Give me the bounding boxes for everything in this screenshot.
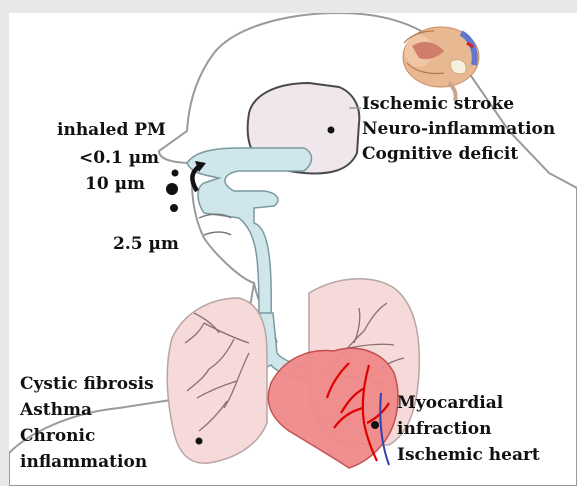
heart-effect-infraction: infraction	[397, 419, 491, 440]
heart-marker-dot	[371, 421, 379, 429]
diagram-frame: inhaled PM <0.1 µm 10 µm 2.5 µm Ischemic…	[9, 13, 577, 486]
dot-pm25	[170, 204, 178, 212]
size-label-25: 2.5 µm	[113, 234, 179, 255]
brain-effect-cognitive: Cognitive deficit	[362, 144, 518, 165]
dot-pm01	[172, 170, 179, 177]
brain-effect-stroke: Ischemic stroke	[362, 94, 514, 115]
left-lung	[167, 298, 267, 463]
brain-marker-dot	[328, 127, 335, 134]
inhaled-pm-title: inhaled PM	[57, 120, 166, 141]
heart-effect-ischemic: Ischemic heart	[397, 445, 540, 466]
lung-marker-dot	[196, 438, 203, 445]
size-label-10: 10 µm	[85, 174, 145, 195]
size-label-01: <0.1 µm	[79, 148, 159, 169]
lung-effect-inflammation: inflammation	[20, 452, 147, 473]
brain-effect-neuroinflammation: Neuro-inflammation	[362, 119, 555, 140]
anatomy-illustration	[9, 13, 577, 486]
lung-effect-chronic: Chronic	[20, 426, 95, 447]
lung-effect-cystic-fibrosis: Cystic fibrosis	[20, 374, 154, 395]
dot-pm10	[166, 183, 178, 195]
lung-effect-asthma: Asthma	[20, 400, 92, 421]
heart-effect-myocardial: Myocardial	[397, 393, 503, 414]
